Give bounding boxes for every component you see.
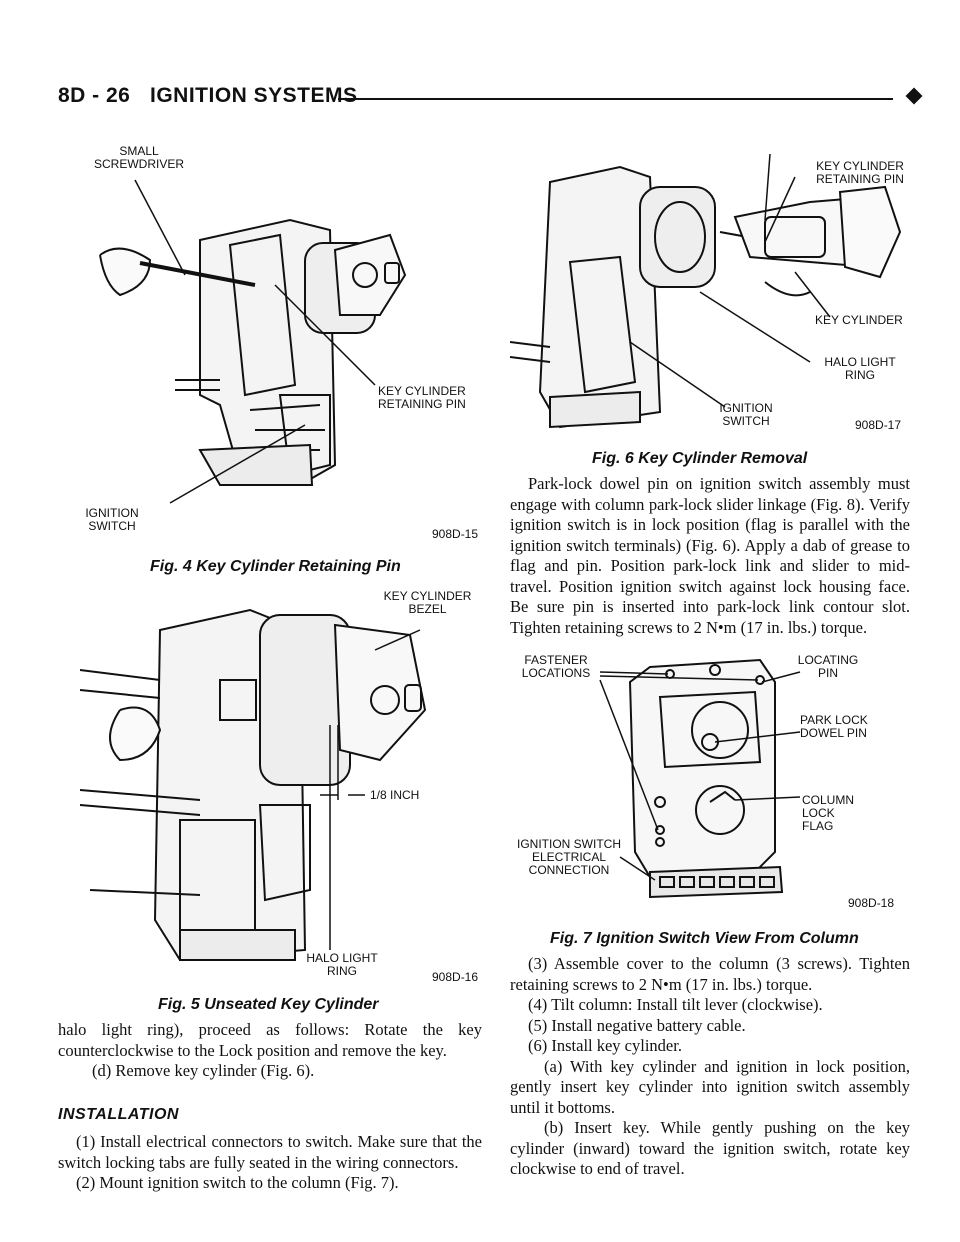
figure-7: FASTENER LOCATIONS LOCATING PIN PARK LOC… [510,652,920,912]
ignition-switch-view-illustration [599,658,801,899]
figure-4-caption: Fig. 4 Key Cylinder Retaining Pin [150,558,401,575]
figure-4: SMALL SCREWDRIVER KEY CYLINDER RETAINING… [80,145,480,545]
figure-code: 908D-18 [848,896,895,910]
label-key-cylinder-bezel: KEY CYLINDER BEZEL [383,589,472,616]
right-column-text-2: (3) Assemble cover to the column (3 scre… [510,954,910,1180]
figure-6-caption: Fig. 6 Key Cylinder Removal [592,450,808,467]
paragraph: (1) Install electrical connectors to swi… [58,1132,482,1172]
diamond-icon [905,87,923,105]
paragraph: halo light ring), proceed as follows: Ro… [58,1020,482,1060]
label-column-lock-flag: COLUMN LOCK FLAG [802,793,855,833]
paragraph: (a) With key cylinder and ignition in lo… [510,1056,910,1117]
key-cylinder-removal-illustration [510,153,902,429]
label-small-screwdriver: SMALL SCREWDRIVER [94,144,185,171]
section-title: IGNITION SYSTEMS [150,84,358,107]
key-cylinder-retaining-pin-illustration [99,179,407,504]
figure-5: KEY CYLINDER BEZEL 1/8 INCH HALO LIGHT R… [80,589,480,984]
paragraph: (2) Mount ignition switch to the column … [76,1173,399,1192]
paragraph: Park-lock dowel pin on ignition switch a… [510,474,910,637]
figure-7-caption: Fig. 7 Ignition Switch View From Column [550,930,859,947]
figure-code: 908D-15 [432,527,479,541]
paragraph: (3) Assemble cover to the column (3 scre… [510,954,910,994]
paragraph: (d) Remove key cylinder (Fig. 6). [92,1061,315,1080]
figure-5-caption: Fig. 5 Unseated Key Cylinder [158,996,379,1013]
label-ignition-switch: IGNITION SWITCH [85,506,139,533]
installation-heading: INSTALLATION [58,1106,179,1123]
label-eighth-inch: 1/8 INCH [370,788,420,802]
left-column-text: halo light ring), proceed as follows: Ro… [58,1020,482,1082]
label-fastener-locations: FASTENER LOCATIONS [521,653,591,680]
paragraph: (5) Install negative battery cable. [528,1015,746,1035]
paragraph: (6) Install key cylinder. [528,1036,682,1055]
header-rule [338,98,893,100]
left-column-text-2: (1) Install electrical connectors to swi… [58,1132,482,1194]
label-park-lock-dowel-pin: PARK LOCK DOWEL PIN [800,713,868,740]
right-column-text: Park-lock dowel pin on ignition switch a… [510,474,910,638]
label-ignition-switch-electrical-connection: IGNITION SWITCH ELECTRICAL CONNECTION [517,837,621,877]
paragraph: (4) Tilt column: Install tilt lever (clo… [528,995,823,1014]
label-halo-light-ring: HALO LIGHT RING [824,355,896,382]
unseated-key-cylinder-illustration [80,608,427,962]
label-key-cylinder: KEY CYLINDER [815,313,903,327]
label-halo-light-ring: HALO LIGHT RING [306,951,378,978]
label-key-cylinder-retaining-pin: KEY CYLINDER RETAINING PIN [378,384,466,411]
figure-code: 908D-17 [855,418,902,432]
paragraph: (b) Insert key. While gently pushing on … [510,1118,910,1178]
label-locating-pin: LOCATING PIN [797,653,859,680]
label-ignition-switch: IGNITION SWITCH [719,401,773,428]
section-number: 8D - 26 [58,84,131,107]
figure-code: 908D-16 [432,970,479,984]
page-header: 8D - 26 IGNITION SYSTEMS [58,84,923,114]
figure-6: KEY CYLINDER RETAINING PIN KEY CYLINDER … [510,142,920,442]
label-key-cylinder-retaining-pin: KEY CYLINDER RETAINING PIN [816,159,904,186]
